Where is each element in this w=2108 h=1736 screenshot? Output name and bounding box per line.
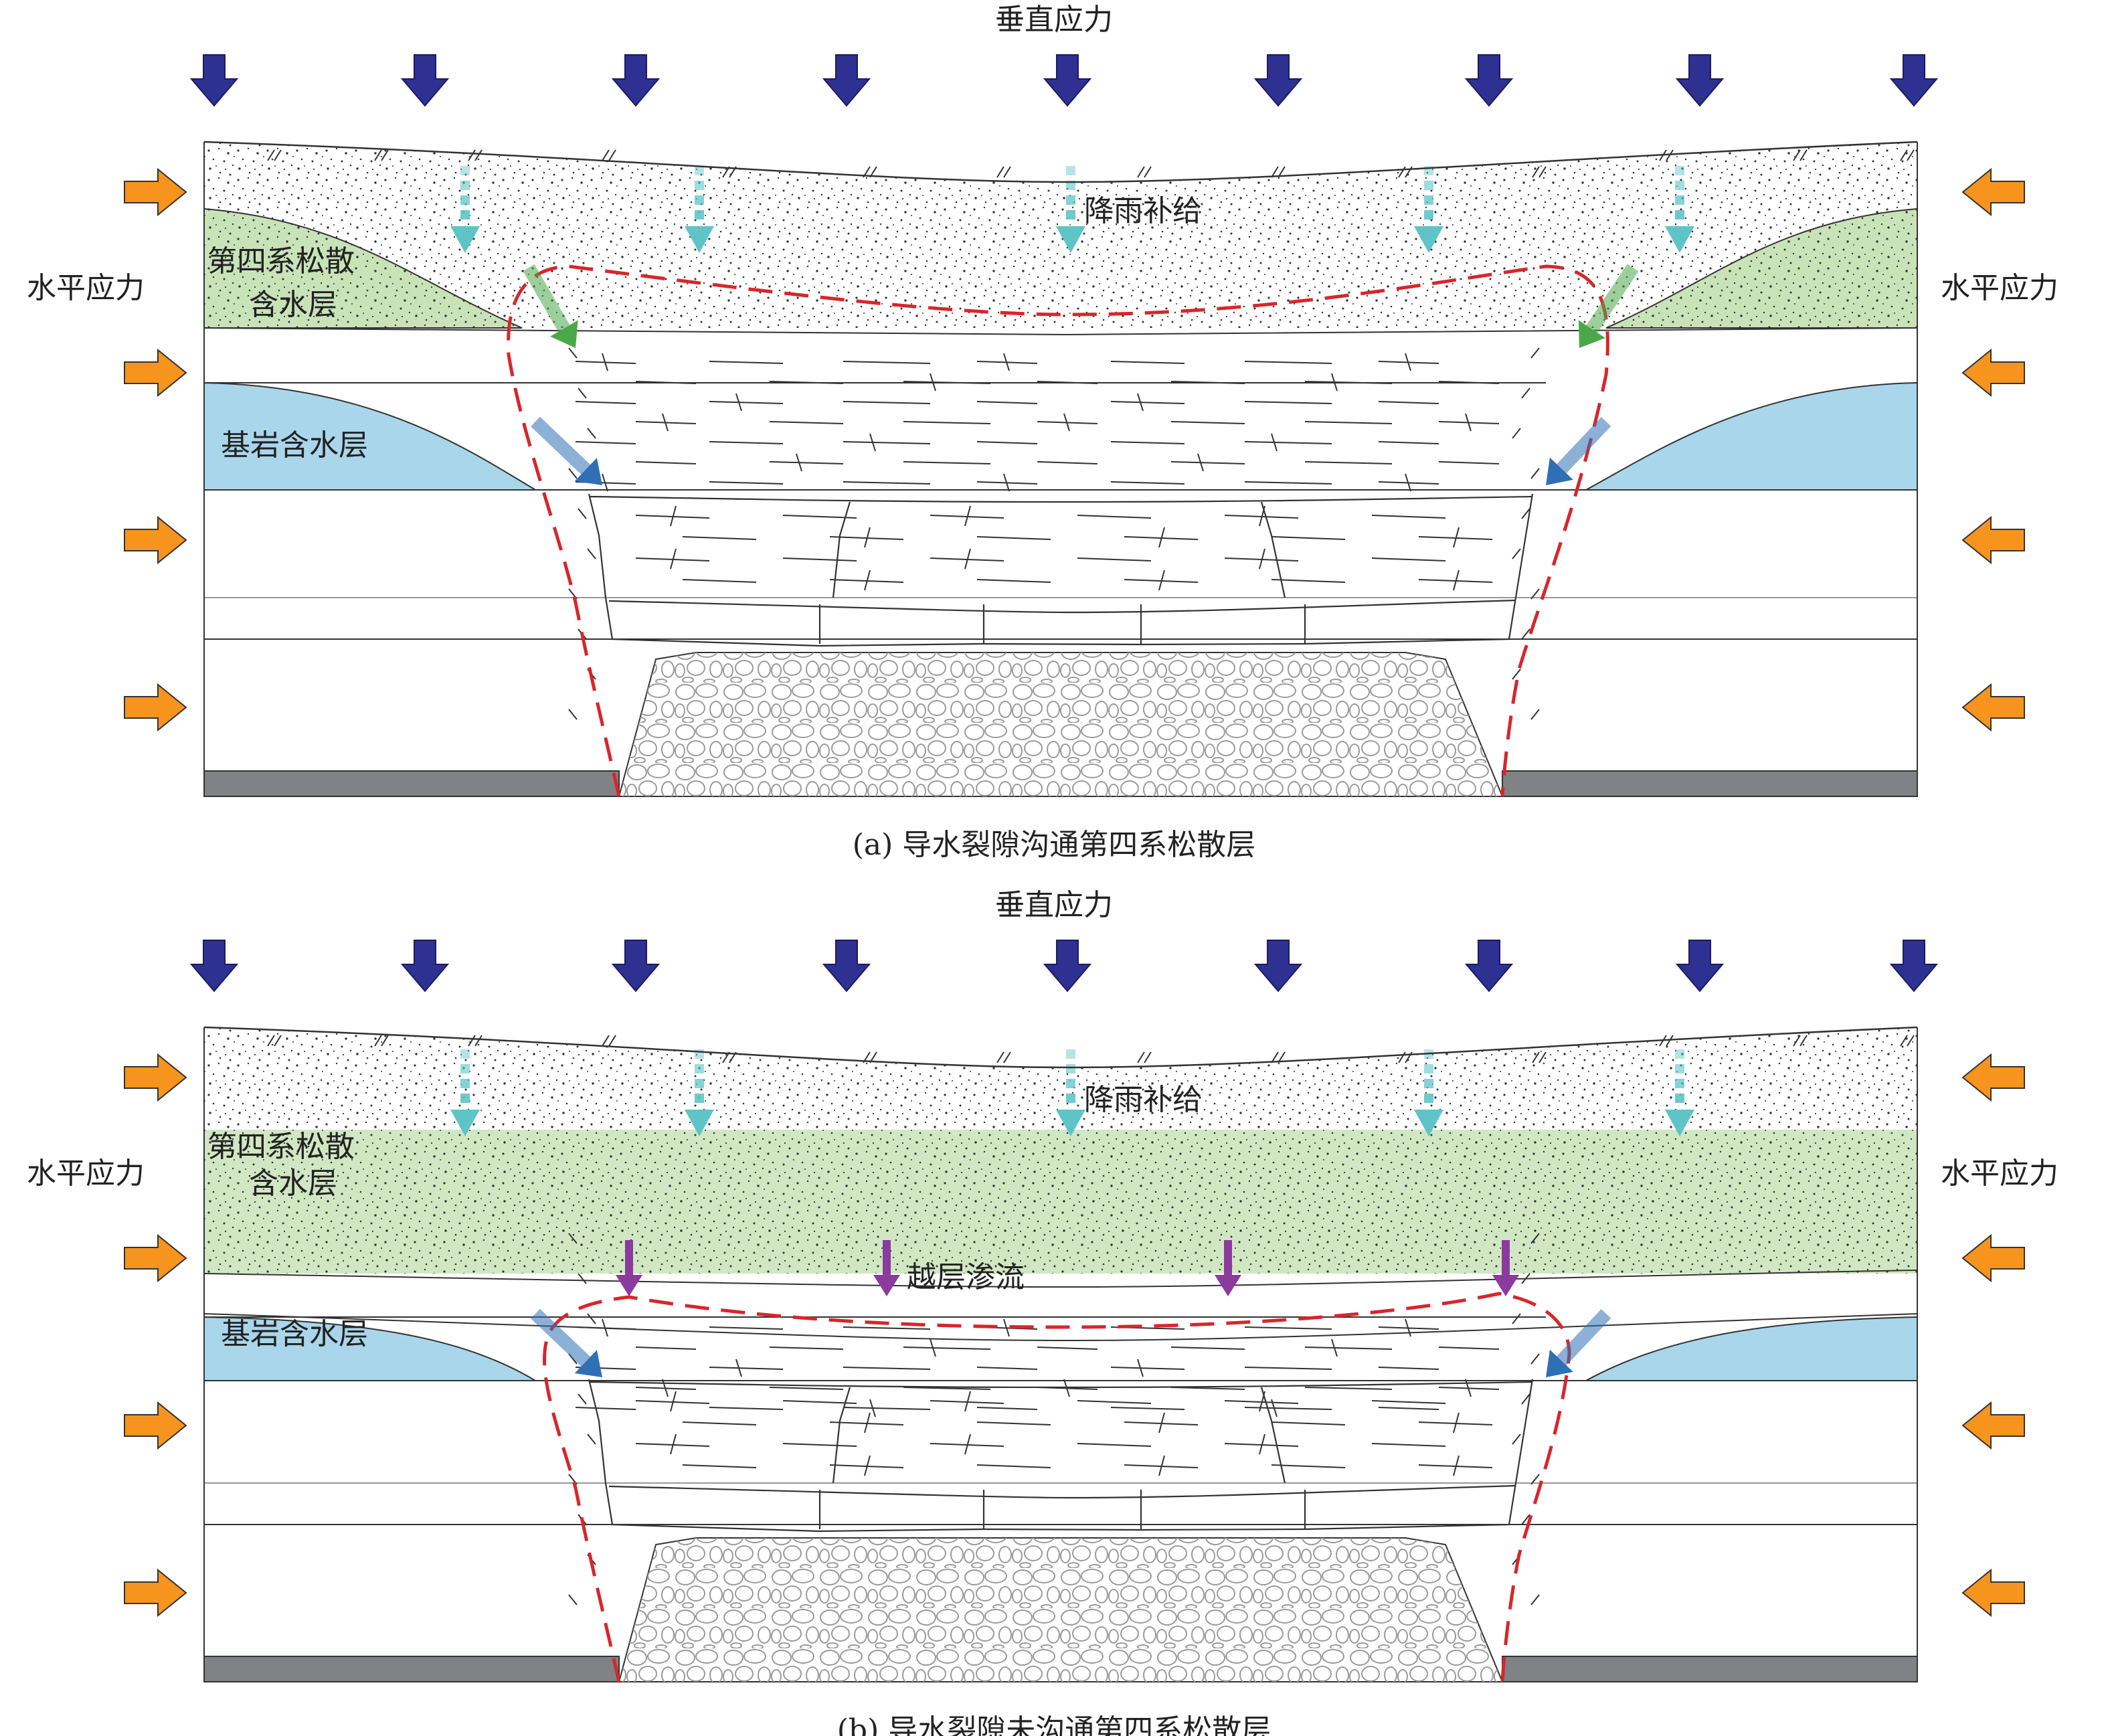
- bedrock-inflow-arrow-left: [531, 1308, 602, 1377]
- vertical-stress-arrow: [1464, 940, 1514, 992]
- coal-seam-left: [203, 1656, 620, 1682]
- quaternary-aquifer-label-line1: 第四系松散: [207, 1130, 355, 1164]
- vertical-stress-arrow: [1253, 940, 1303, 992]
- horizontal-stress-arrow: [124, 1568, 187, 1618]
- quaternary-inflow-arrow-left: [523, 264, 578, 348]
- fracture-zone-boundary: [507, 264, 1609, 797]
- rainfall-arrow: [450, 166, 480, 253]
- vertical-stress-arrow: [189, 940, 239, 992]
- layer-boundary: [203, 1270, 1918, 1288]
- fracture-lines: [575, 353, 1500, 591]
- bedrock-aquifer-right: [1585, 381, 1918, 491]
- vertical-stress-arrow: [189, 54, 239, 107]
- vertical-stress-arrow: [1675, 54, 1725, 107]
- horizontal-stress-arrow: [1961, 1401, 2025, 1450]
- quaternary-aquifer-label-line1: 第四系松散: [207, 244, 355, 278]
- horizontal-stress-arrow: [124, 1401, 187, 1450]
- bedrock-aquifer-left: [203, 381, 538, 491]
- ground-surface: [203, 1026, 1918, 1069]
- horizontal-stress-arrow: [1961, 348, 2025, 398]
- rainfall-arrow: [1414, 1049, 1443, 1136]
- bedrock-aquifer-left: [203, 1316, 538, 1381]
- rainfall-arrow: [1056, 166, 1085, 253]
- horizontal-stress-arrow: [1961, 515, 2025, 565]
- leakage-arrow: [1492, 1240, 1519, 1296]
- vertical-stress-arrow: [1253, 54, 1303, 107]
- broken-strata-blocks: [588, 493, 1534, 647]
- broken-strata-blocks: [588, 1379, 1534, 1533]
- rainfall-label: 降雨补给: [1084, 1083, 1202, 1117]
- rainfall-arrow: [1665, 166, 1694, 253]
- rainfall-arrow: [1665, 1049, 1694, 1136]
- vertical-stress-label: 垂直应力: [995, 3, 1113, 37]
- caved-zone-texture: [619, 653, 1502, 796]
- horizontal-stress-arrow: [1961, 1053, 2025, 1102]
- vertical-stress-arrow: [400, 940, 450, 992]
- horizontal-stress-arrow: [1961, 1233, 2025, 1283]
- vertical-stress-arrow: [1889, 940, 1939, 992]
- coal-seam-right: [1502, 770, 1918, 797]
- horizontal-stress-label-right: 水平应力: [1941, 1156, 2058, 1191]
- coal-seam-left: [203, 770, 620, 797]
- quaternary-aquifer-label-line2: 含水层: [249, 288, 337, 322]
- horizontal-stress-arrow: [124, 1233, 187, 1283]
- horizontal-stress-label-left: 水平应力: [27, 271, 145, 305]
- bedrock-aquifer-label: 基岩含水层: [221, 428, 368, 462]
- bedrock-aquifer-right: [1585, 1316, 1918, 1381]
- rainfall-arrow: [1056, 1049, 1085, 1136]
- leakage-arrow: [873, 1240, 900, 1296]
- leakage-arrow: [1215, 1240, 1241, 1296]
- leakage-arrow: [616, 1240, 642, 1296]
- vertical-stress-arrow: [1464, 54, 1514, 107]
- caved-zone-texture: [619, 1538, 1502, 1682]
- horizontal-stress-arrow: [1961, 167, 2025, 217]
- horizontal-stress-arrow: [124, 348, 187, 398]
- coal-seam-right: [1502, 1656, 1918, 1682]
- quaternary-inflow-arrow-right: [1578, 264, 1639, 348]
- horizontal-stress-arrow: [1961, 683, 2025, 732]
- vertical-stress-arrow: [1043, 54, 1092, 107]
- ground-surface: [203, 141, 1918, 183]
- vertical-stress-arrow: [1675, 940, 1725, 992]
- horizontal-stress-arrow: [124, 167, 187, 217]
- rainfall-label: 降雨补给: [1084, 194, 1202, 228]
- bedrock-inflow-arrow-right: [1546, 1309, 1611, 1377]
- rainfall-arrow: [450, 1049, 480, 1136]
- quaternary-aquifer-label-line2: 含水层: [249, 1166, 337, 1201]
- bedrock-inflow-arrow-right: [1546, 417, 1611, 485]
- fracture-lines: [575, 1318, 1500, 1476]
- vertical-stress-arrow: [611, 54, 661, 107]
- panel-caption: (a) 导水裂隙沟通第四系松散层: [853, 828, 1256, 862]
- layer-boundary: [203, 327, 1918, 336]
- vertical-stress-arrow: [1889, 54, 1939, 107]
- horizontal-stress-arrow: [124, 683, 187, 732]
- horizontal-stress-label-right: 水平应力: [1941, 271, 2058, 305]
- horizontal-stress-label-left: 水平应力: [27, 1156, 145, 1191]
- leakage-label: 越层渗流: [907, 1260, 1025, 1294]
- surface-grass: [267, 1035, 1915, 1063]
- horizontal-stress-arrow: [124, 515, 187, 565]
- loose-layer-texture: [204, 142, 1917, 328]
- vertical-stress-arrow: [822, 940, 871, 992]
- bedrock-inflow-arrow-left: [531, 416, 602, 485]
- rainfall-arrow: [685, 1049, 714, 1136]
- horizontal-stress-arrow: [124, 1053, 187, 1102]
- vertical-stress-arrow: [400, 54, 450, 107]
- horizontal-stress-arrow: [1961, 1568, 2025, 1618]
- fracture-zone-boundary: [543, 1292, 1571, 1682]
- vertical-stress-label: 垂直应力: [995, 888, 1113, 922]
- vertical-stress-arrow: [1043, 940, 1092, 992]
- vertical-stress-arrow: [822, 54, 871, 107]
- vertical-stress-arrow: [611, 940, 661, 992]
- rainfall-arrow: [685, 166, 714, 253]
- panel-caption: (b) 导水裂隙未沟通第四系松散层: [837, 1713, 1271, 1736]
- bedrock-aquifer-label: 基岩含水层: [221, 1317, 368, 1351]
